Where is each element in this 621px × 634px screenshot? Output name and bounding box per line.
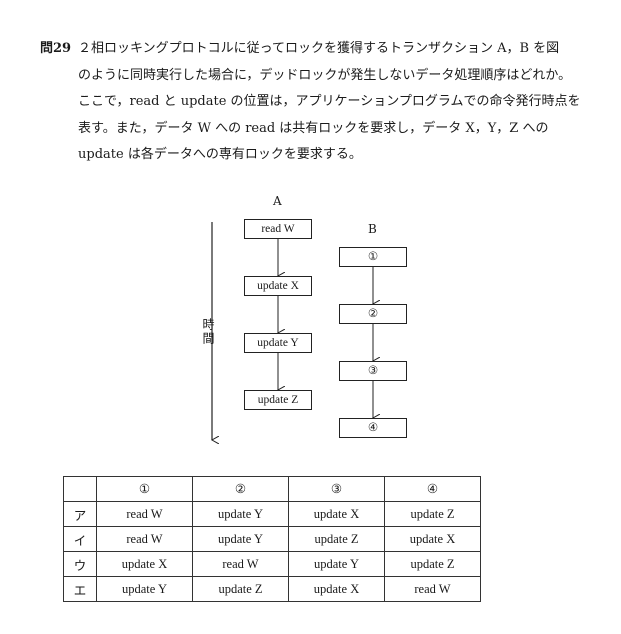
- answer-key: イ: [63, 526, 97, 552]
- header-1: ①: [96, 476, 193, 502]
- answer-cell: update Y: [192, 526, 289, 552]
- header-4: ④: [384, 476, 481, 502]
- question-line-4: 表す。また，データ W への read は共有ロックを要求し，データ X，Y，Z…: [78, 120, 549, 136]
- answer-cell: update X: [288, 576, 385, 602]
- b-step-1: ①: [339, 247, 407, 267]
- answer-header-row: ① ② ③ ④: [63, 476, 481, 502]
- answer-key: ウ: [63, 551, 97, 577]
- b-step-4: ④: [339, 418, 407, 438]
- answer-cell: update Z: [384, 501, 481, 527]
- answer-row-i[interactable]: イ read W update Y update Z update X: [63, 526, 481, 552]
- header-2: ②: [192, 476, 289, 502]
- answer-cell: update Y: [192, 501, 289, 527]
- a-step-update-y: update Y: [244, 333, 312, 353]
- answer-cell: read W: [96, 526, 193, 552]
- answer-key: エ: [63, 576, 97, 602]
- answer-cell: update Y: [96, 576, 193, 602]
- b-step-3: ③: [339, 361, 407, 381]
- answer-cell: update X: [384, 526, 481, 552]
- answer-cell: update Z: [384, 551, 481, 577]
- answer-cell: update X: [96, 551, 193, 577]
- answer-cell: update Y: [288, 551, 385, 577]
- header-blank: [63, 476, 97, 502]
- question-line-1: ２相ロッキングプロトコルに従ってロックを獲得するトランザクション A，B を図: [78, 41, 560, 56]
- a-step-update-z: update Z: [244, 390, 312, 410]
- header-3: ③: [288, 476, 385, 502]
- time-label: 時間: [201, 318, 215, 346]
- transaction-diagram: 時間 A B read W update X update Y update Z…: [0, 194, 621, 460]
- answer-cell: read W: [384, 576, 481, 602]
- answer-table: ① ② ③ ④ ア read W update Y update X updat…: [63, 476, 481, 602]
- transaction-a-label: A: [273, 194, 282, 208]
- answer-row-e[interactable]: エ update Y update Z update X read W: [63, 576, 481, 602]
- question-number: 問29: [40, 41, 72, 56]
- answer-row-a[interactable]: ア read W update Y update X update Z: [63, 501, 481, 527]
- question-line-5: update は各データへの専有ロックを要求する。: [78, 147, 362, 162]
- diagram-arrows: [0, 222, 621, 460]
- answer-cell: update Z: [288, 526, 385, 552]
- transaction-b-label: B: [368, 222, 377, 236]
- answer-cell: read W: [192, 551, 289, 577]
- answer-cell: read W: [96, 501, 193, 527]
- a-step-read-w: read W: [244, 219, 312, 239]
- answer-row-u[interactable]: ウ update X read W update Y update Z: [63, 551, 481, 577]
- answer-key: ア: [63, 501, 97, 527]
- answer-cell: update Z: [192, 576, 289, 602]
- answer-cell: update X: [288, 501, 385, 527]
- a-step-update-x: update X: [244, 276, 312, 296]
- question-line-3: ここで，read と update の位置は，アプリケーションプログラムでの命令…: [78, 94, 581, 109]
- b-step-2: ②: [339, 304, 407, 324]
- question-line-2: のように同時実行した場合に，デッドロックが発生しないデータ処理順序はどれか。: [78, 67, 572, 83]
